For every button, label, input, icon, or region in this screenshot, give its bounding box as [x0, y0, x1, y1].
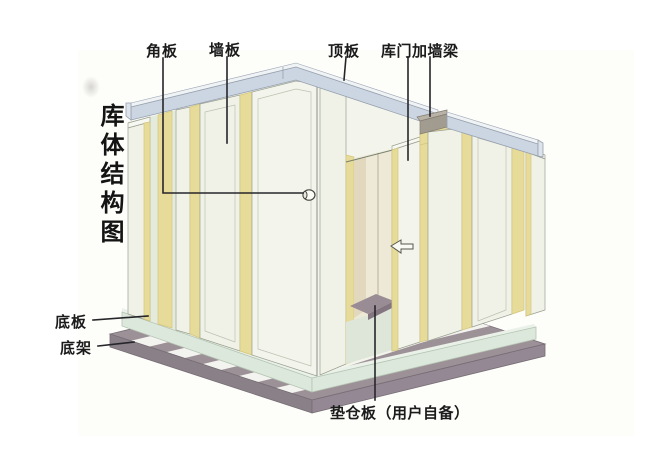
label-corner-panel: 角板	[146, 43, 179, 60]
scan-smudge	[82, 76, 100, 98]
leader-bottom-panel	[92, 315, 149, 321]
door-handle-icon	[390, 239, 414, 254]
right-wall	[316, 84, 546, 376]
label-pallet-board: 垫仓板（用户自备）	[330, 405, 470, 422]
label-bottom-panel: 底板	[55, 314, 88, 331]
leader-lines	[92, 56, 431, 401]
label-wall-panel: 墙板	[209, 42, 242, 59]
label-top-panel: 顶板	[328, 43, 361, 60]
leader-corner-panel	[162, 57, 304, 194]
door-jamb-right	[419, 131, 429, 343]
leader-bottom-frame	[97, 341, 135, 347]
detached-right-panel	[525, 147, 546, 317]
corner-column	[251, 80, 318, 377]
label-door-wall-beam: 库门加墙梁	[381, 43, 459, 60]
cam-lock-icon	[302, 189, 316, 201]
detached-left-panel	[127, 116, 151, 322]
leader-top-panel	[343, 56, 347, 81]
left-wall	[127, 80, 318, 377]
roof	[125, 62, 544, 158]
page-title: 库体结构图	[96, 103, 123, 248]
label-bottom-frame: 底架	[60, 340, 93, 357]
